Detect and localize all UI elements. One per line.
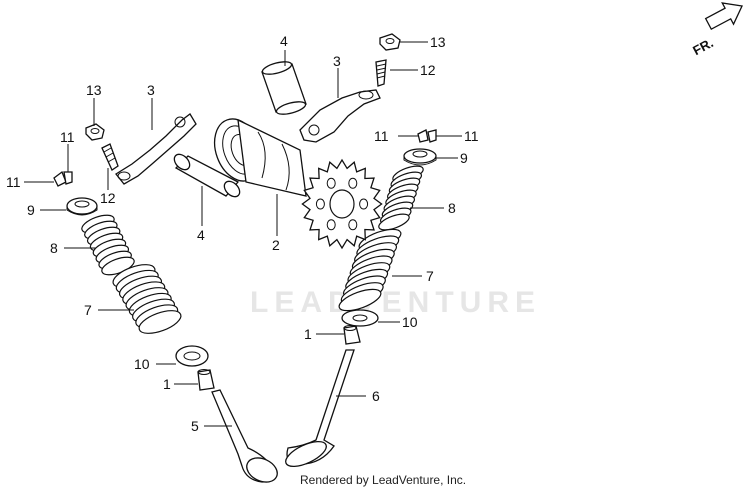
callout-spring-inner-right: 7 bbox=[426, 268, 434, 284]
credit-text: Rendered by LeadVenture, Inc. bbox=[300, 473, 466, 487]
adjusting-screw-left bbox=[101, 143, 119, 171]
inner-valve-spring-left bbox=[112, 264, 182, 334]
callout-spring-inner-left: 7 bbox=[84, 302, 92, 318]
callout-exhaust-valve: 6 bbox=[372, 388, 380, 404]
valve-cotter-left bbox=[53, 170, 73, 187]
callout-nut-right: 13 bbox=[430, 34, 446, 50]
adjusting-nut-left bbox=[85, 123, 105, 141]
intake-valve bbox=[211, 389, 278, 483]
callout-seal-right: 1 bbox=[304, 326, 312, 342]
callout-rocker-right: 3 bbox=[333, 53, 341, 69]
spring-retainer-right bbox=[403, 148, 437, 166]
callout-screw-left: 12 bbox=[100, 190, 116, 206]
spring-retainer-left bbox=[66, 197, 98, 216]
callout-shaft-top: 4 bbox=[280, 33, 288, 49]
front-direction-label: FR. bbox=[690, 35, 716, 58]
front-direction-arrow: FR. bbox=[690, 2, 743, 58]
callout-nut-left: 13 bbox=[86, 82, 102, 98]
rocker-arm-shaft-top bbox=[261, 61, 307, 115]
callout-cotter-right-b: 11 bbox=[464, 128, 479, 144]
inner-valve-spring-right bbox=[338, 228, 402, 312]
callout-intake-valve: 5 bbox=[191, 418, 199, 434]
callout-screw-right: 12 bbox=[420, 62, 436, 78]
outer-valve-spring-right bbox=[378, 165, 424, 231]
spring-seat-left bbox=[175, 345, 209, 367]
callout-seal-left: 1 bbox=[163, 376, 171, 392]
callout-labels: 4 13 3 12 13 3 11 11 12 11 11 9 9 8 8 4 … bbox=[6, 33, 479, 434]
callout-retainer-left: 9 bbox=[27, 202, 35, 218]
stem-seal-left bbox=[197, 369, 215, 391]
callout-shaft-bottom: 4 bbox=[197, 227, 205, 243]
callout-spring-outer-right: 8 bbox=[448, 200, 456, 216]
exhaust-valve bbox=[285, 349, 355, 468]
callout-cotter-left-a: 11 bbox=[60, 129, 75, 145]
callout-seat-right: 10 bbox=[402, 314, 418, 330]
callout-retainer-right: 9 bbox=[460, 150, 468, 166]
callout-spring-outer-left: 8 bbox=[50, 240, 58, 256]
callout-cotter-left-b: 11 bbox=[6, 174, 21, 190]
rocker-arm-shaft-bottom bbox=[173, 153, 241, 198]
callout-camshaft: 2 bbox=[272, 237, 280, 253]
adjusting-nut-right bbox=[379, 33, 401, 51]
callout-cotter-right-a: 11 bbox=[374, 128, 389, 144]
spring-seat-right bbox=[341, 309, 379, 327]
valve-cotter-right bbox=[417, 129, 437, 143]
watermark: LEADVENTURE bbox=[250, 286, 541, 319]
cam-sprocket bbox=[301, 158, 383, 250]
adjusting-screw-right bbox=[375, 59, 387, 87]
callout-rocker-left: 3 bbox=[147, 82, 155, 98]
outer-valve-spring-left bbox=[81, 214, 135, 276]
leader-lines bbox=[24, 41, 462, 427]
rocker-arm-left bbox=[115, 113, 197, 185]
rocker-arm-right bbox=[299, 89, 381, 143]
callout-seat-left: 10 bbox=[134, 356, 150, 372]
camshaft-assembly bbox=[213, 118, 383, 250]
stem-seal-right bbox=[343, 325, 361, 345]
